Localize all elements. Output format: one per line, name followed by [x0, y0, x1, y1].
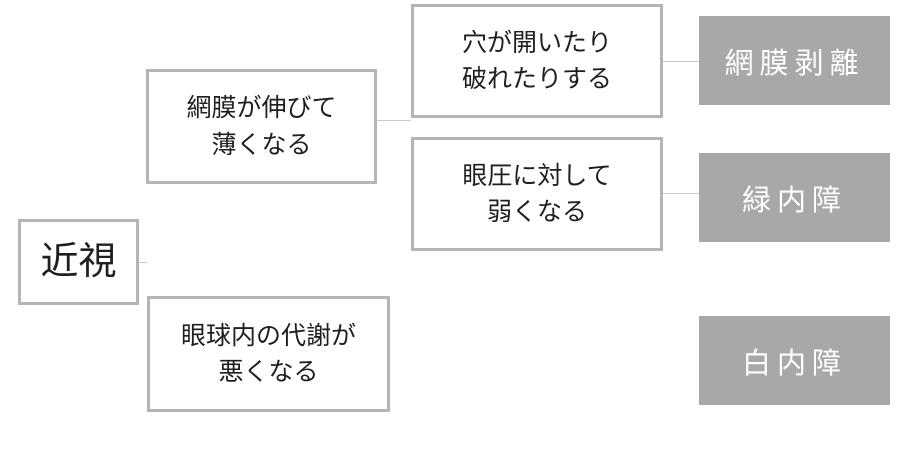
cause-node-retina-thinning: 網膜が伸びて 薄くなる: [146, 69, 377, 184]
outcome-label: 網膜剥離: [724, 45, 865, 80]
root-node-label: 近視: [40, 239, 117, 284]
cause-node-label: 眼球内の代謝が 悪くなる: [180, 320, 356, 386]
root-node-myopia: 近視: [18, 219, 139, 305]
outcome-glaucoma: 緑内障: [699, 153, 890, 242]
effect-node-hole-tear: 穴が開いたり 破れたりする: [411, 4, 663, 118]
cause-node-label: 網膜が伸びて 薄くなる: [186, 93, 337, 159]
outcome-label: 緑内障: [741, 182, 847, 217]
connector-pressure-glaucoma: [663, 193, 699, 194]
connector-root-causes: [139, 262, 147, 263]
effect-node-pressure-weak: 眼圧に対して 弱くなる: [411, 137, 663, 251]
effect-node-label: 眼圧に対して 弱くなる: [462, 160, 612, 226]
effect-node-label: 穴が開いたり 破れたりする: [461, 27, 612, 93]
outcome-label: 白内障: [741, 345, 847, 380]
connector-thin-hole: [377, 120, 411, 121]
outcome-retinal-detachment: 網膜剥離: [699, 16, 890, 105]
outcome-cataract: 白内障: [699, 316, 890, 405]
cause-node-metabolism: 眼球内の代謝が 悪くなる: [147, 296, 390, 412]
connector-hole-detachment: [663, 61, 699, 62]
